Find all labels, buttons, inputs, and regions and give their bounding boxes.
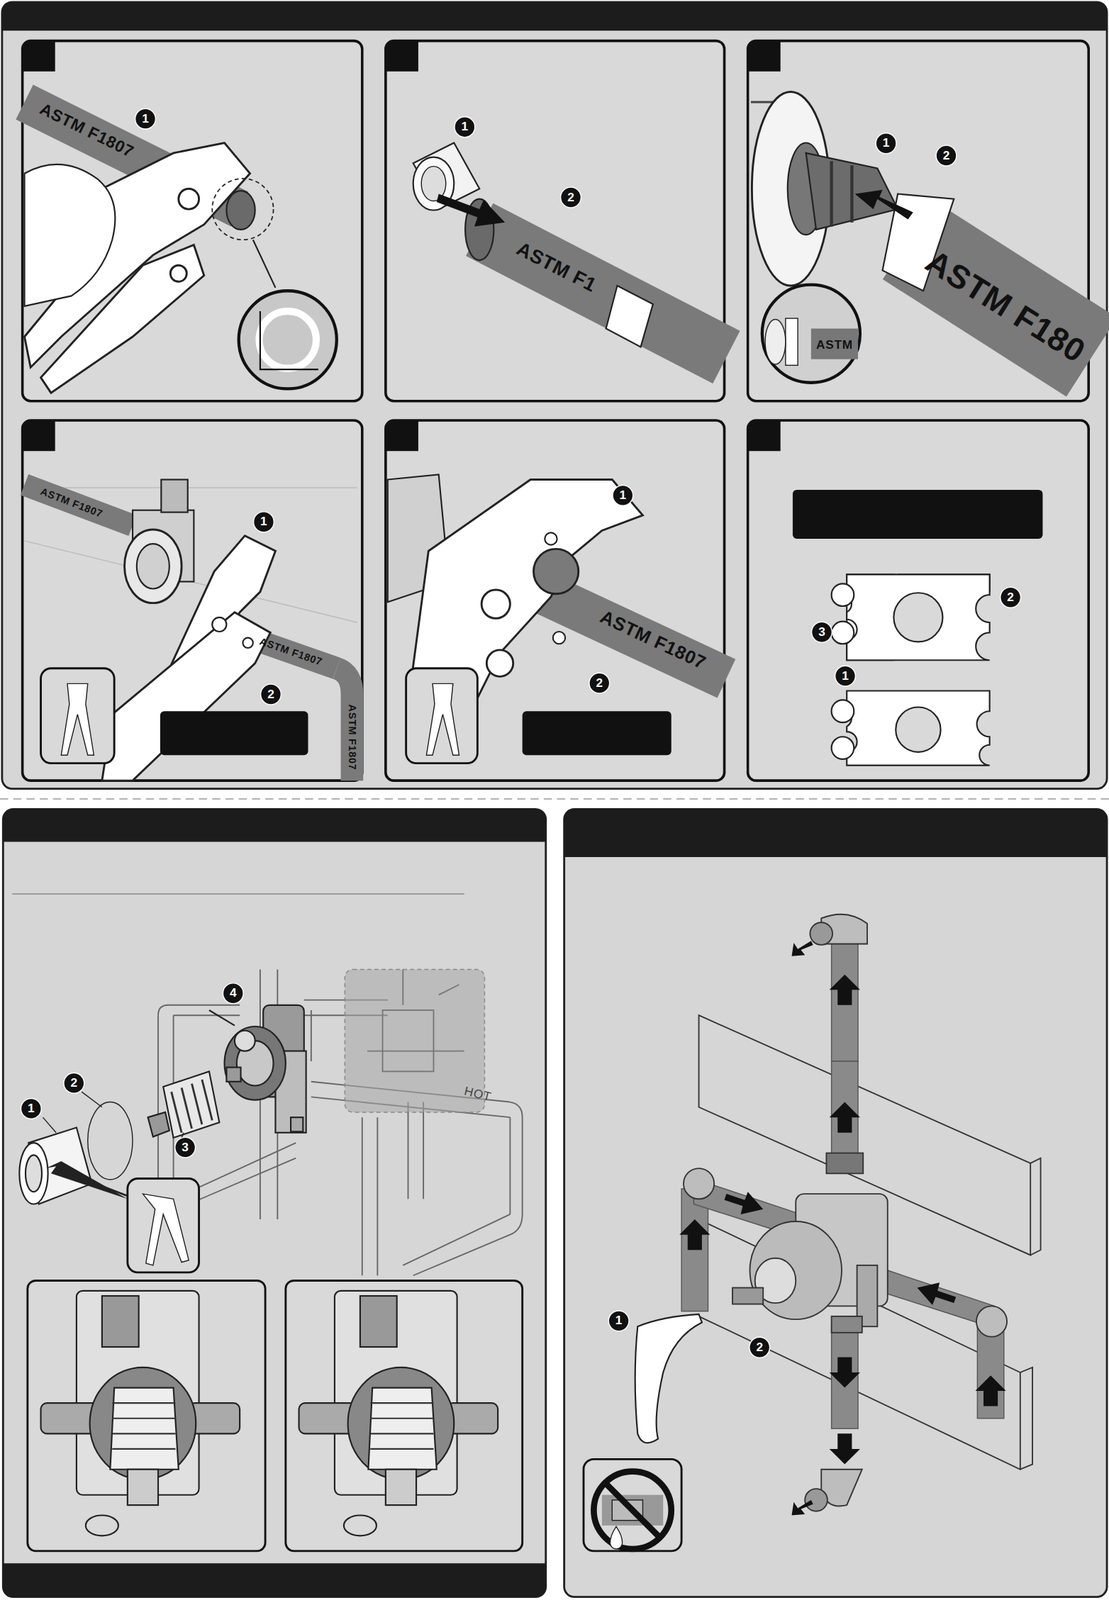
- callout-number: 3: [174, 1136, 196, 1158]
- callout-number: 1: [20, 1098, 42, 1120]
- callout-number: 2: [748, 1337, 771, 1359]
- callout-number: 3: [811, 621, 833, 644]
- callout-number: 1: [453, 116, 476, 138]
- callout-number: 1: [253, 511, 275, 533]
- callout-number: 1: [608, 1310, 630, 1332]
- callout-number: 1: [134, 108, 156, 130]
- callout-number: 4: [222, 982, 244, 1005]
- callout-number: 1: [611, 485, 634, 507]
- callout-number: 2: [999, 587, 1022, 609]
- pipe-marking: ASTM: [816, 337, 854, 352]
- callout-number: 1: [834, 665, 856, 687]
- callout-number: 2: [63, 1072, 85, 1095]
- pipe-marking: ASTM F1807: [346, 704, 358, 771]
- callout-number: 2: [560, 186, 582, 208]
- callout-number: 1: [875, 132, 897, 154]
- callout-number: 2: [260, 683, 282, 705]
- callout-number: 2: [935, 144, 957, 166]
- callout-number: 2: [588, 672, 610, 695]
